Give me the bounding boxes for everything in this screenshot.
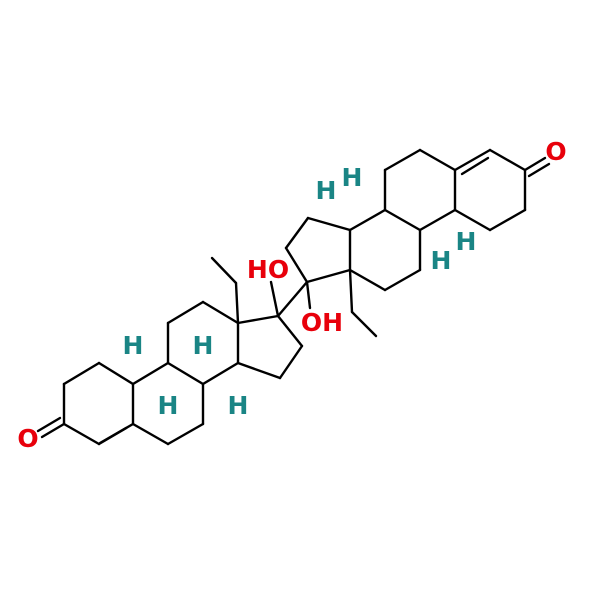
ring-b-right [383,148,457,232]
central-link-bond [276,280,309,318]
hydrogen-label: H [158,391,179,420]
ring-c-left [166,300,240,386]
hydrogen-label: H [316,176,337,205]
left-steroid-unit [36,256,304,446]
ring-d-right [284,216,352,284]
ring-a-right [453,148,527,232]
hydroxyl-label-upper: HO [247,255,289,284]
ketone-left [36,416,66,439]
ring-b-left [131,361,205,446]
oxygen-label-right: O [545,137,566,166]
ethyl-right [348,268,378,338]
hydrogen-label: H [123,331,144,360]
ring-d-left [236,314,304,380]
hydrogen-label: H [228,391,249,420]
ketone-right [523,156,551,178]
hydroxyl-bond-right [305,280,312,310]
hydrogen-label: H [342,163,363,192]
hydrogen-label: H [456,227,477,256]
right-steroid-unit [284,148,551,338]
hydroxyl-bond-left [269,280,280,318]
oxygen-label-left: O [17,424,38,453]
hydroxyl-label-lower: OH [301,308,343,337]
ring-c-right [348,208,422,292]
ring-a-left [62,361,135,446]
ethyl-left [210,256,240,325]
hydrogen-label: H [431,246,452,275]
hydrogen-label: H [193,331,214,360]
